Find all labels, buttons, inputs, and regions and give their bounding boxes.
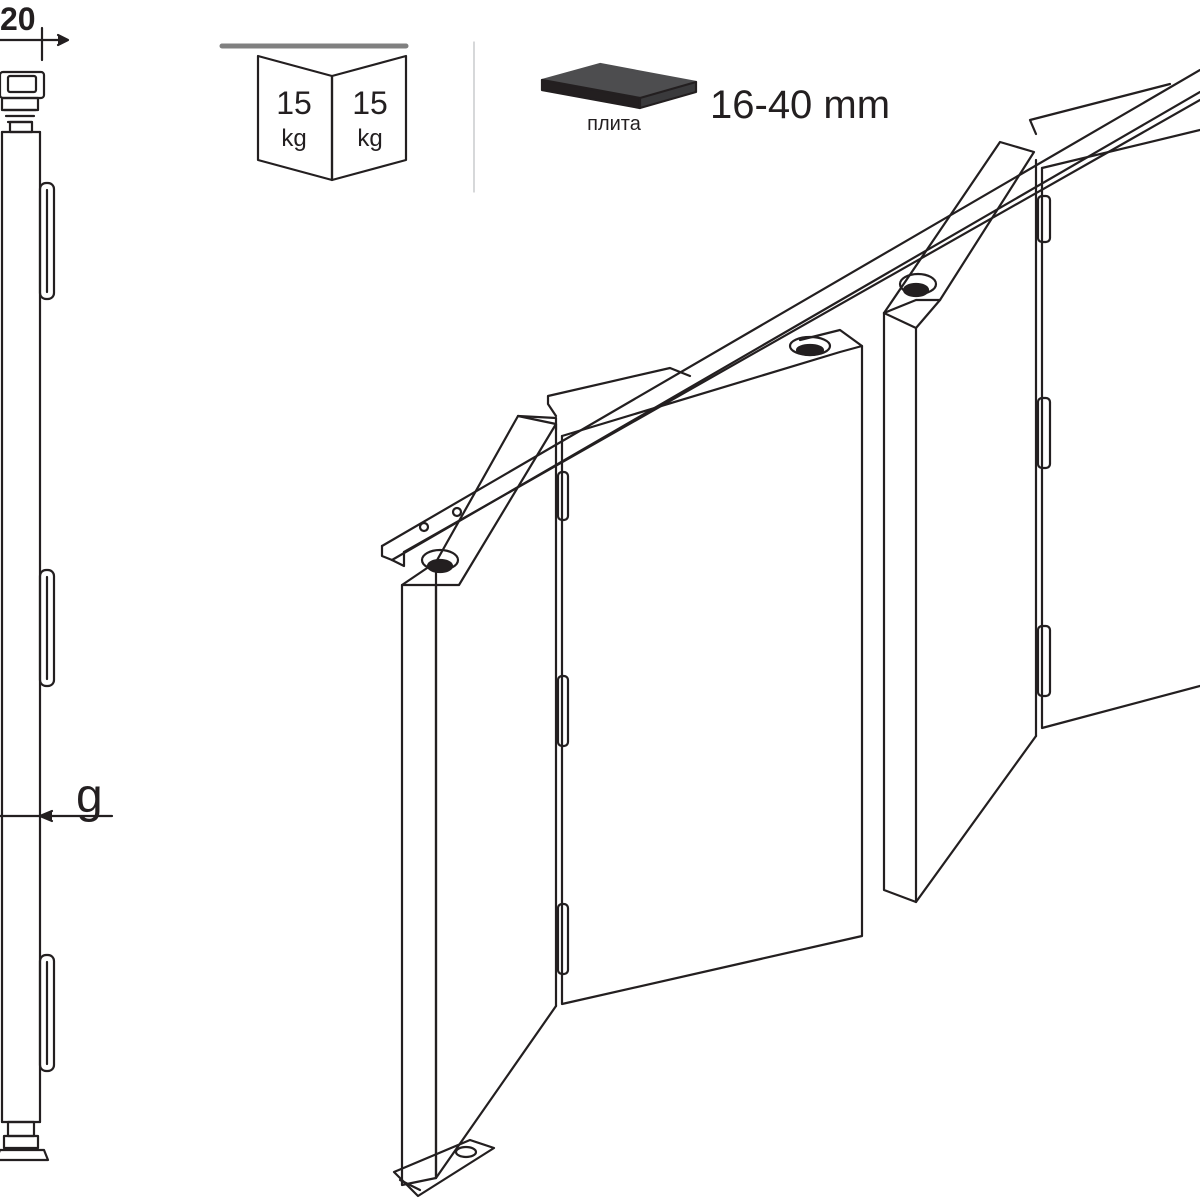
weight-icon (219, 43, 409, 182)
bottom-pivot (0, 1120, 50, 1162)
hinges-panel-2 (556, 470, 570, 976)
side-hinges (38, 181, 56, 1073)
weight-left-value: 15 (276, 85, 312, 121)
dimension-label-gap: g (76, 770, 103, 823)
weight-left-unit: kg (281, 125, 306, 152)
hinges-panel-4 (1036, 194, 1052, 698)
door-panel-4 (1028, 82, 1200, 738)
folding-door-perspective (380, 68, 1200, 1198)
board-label: плита (587, 113, 642, 135)
weight-right-unit: kg (357, 125, 382, 152)
door-panel-3 (882, 140, 1038, 904)
dimension-arrow-top (56, 33, 70, 47)
door-panel-1 (392, 414, 558, 1198)
panel-side (0, 130, 42, 1124)
weight-panel-right (330, 54, 408, 182)
door-panel-2 (546, 328, 864, 1008)
weight-right-value: 15 (352, 85, 388, 121)
top-carriage (0, 70, 46, 134)
board-thickness-icon (540, 62, 698, 110)
dimension-arrow-gap (38, 809, 54, 823)
top-rail (380, 68, 1200, 568)
dimension-label-top: 20 (0, 1, 36, 37)
side-elevation-view (0, 26, 114, 1162)
thickness-range: 16-40 mm (710, 83, 890, 127)
